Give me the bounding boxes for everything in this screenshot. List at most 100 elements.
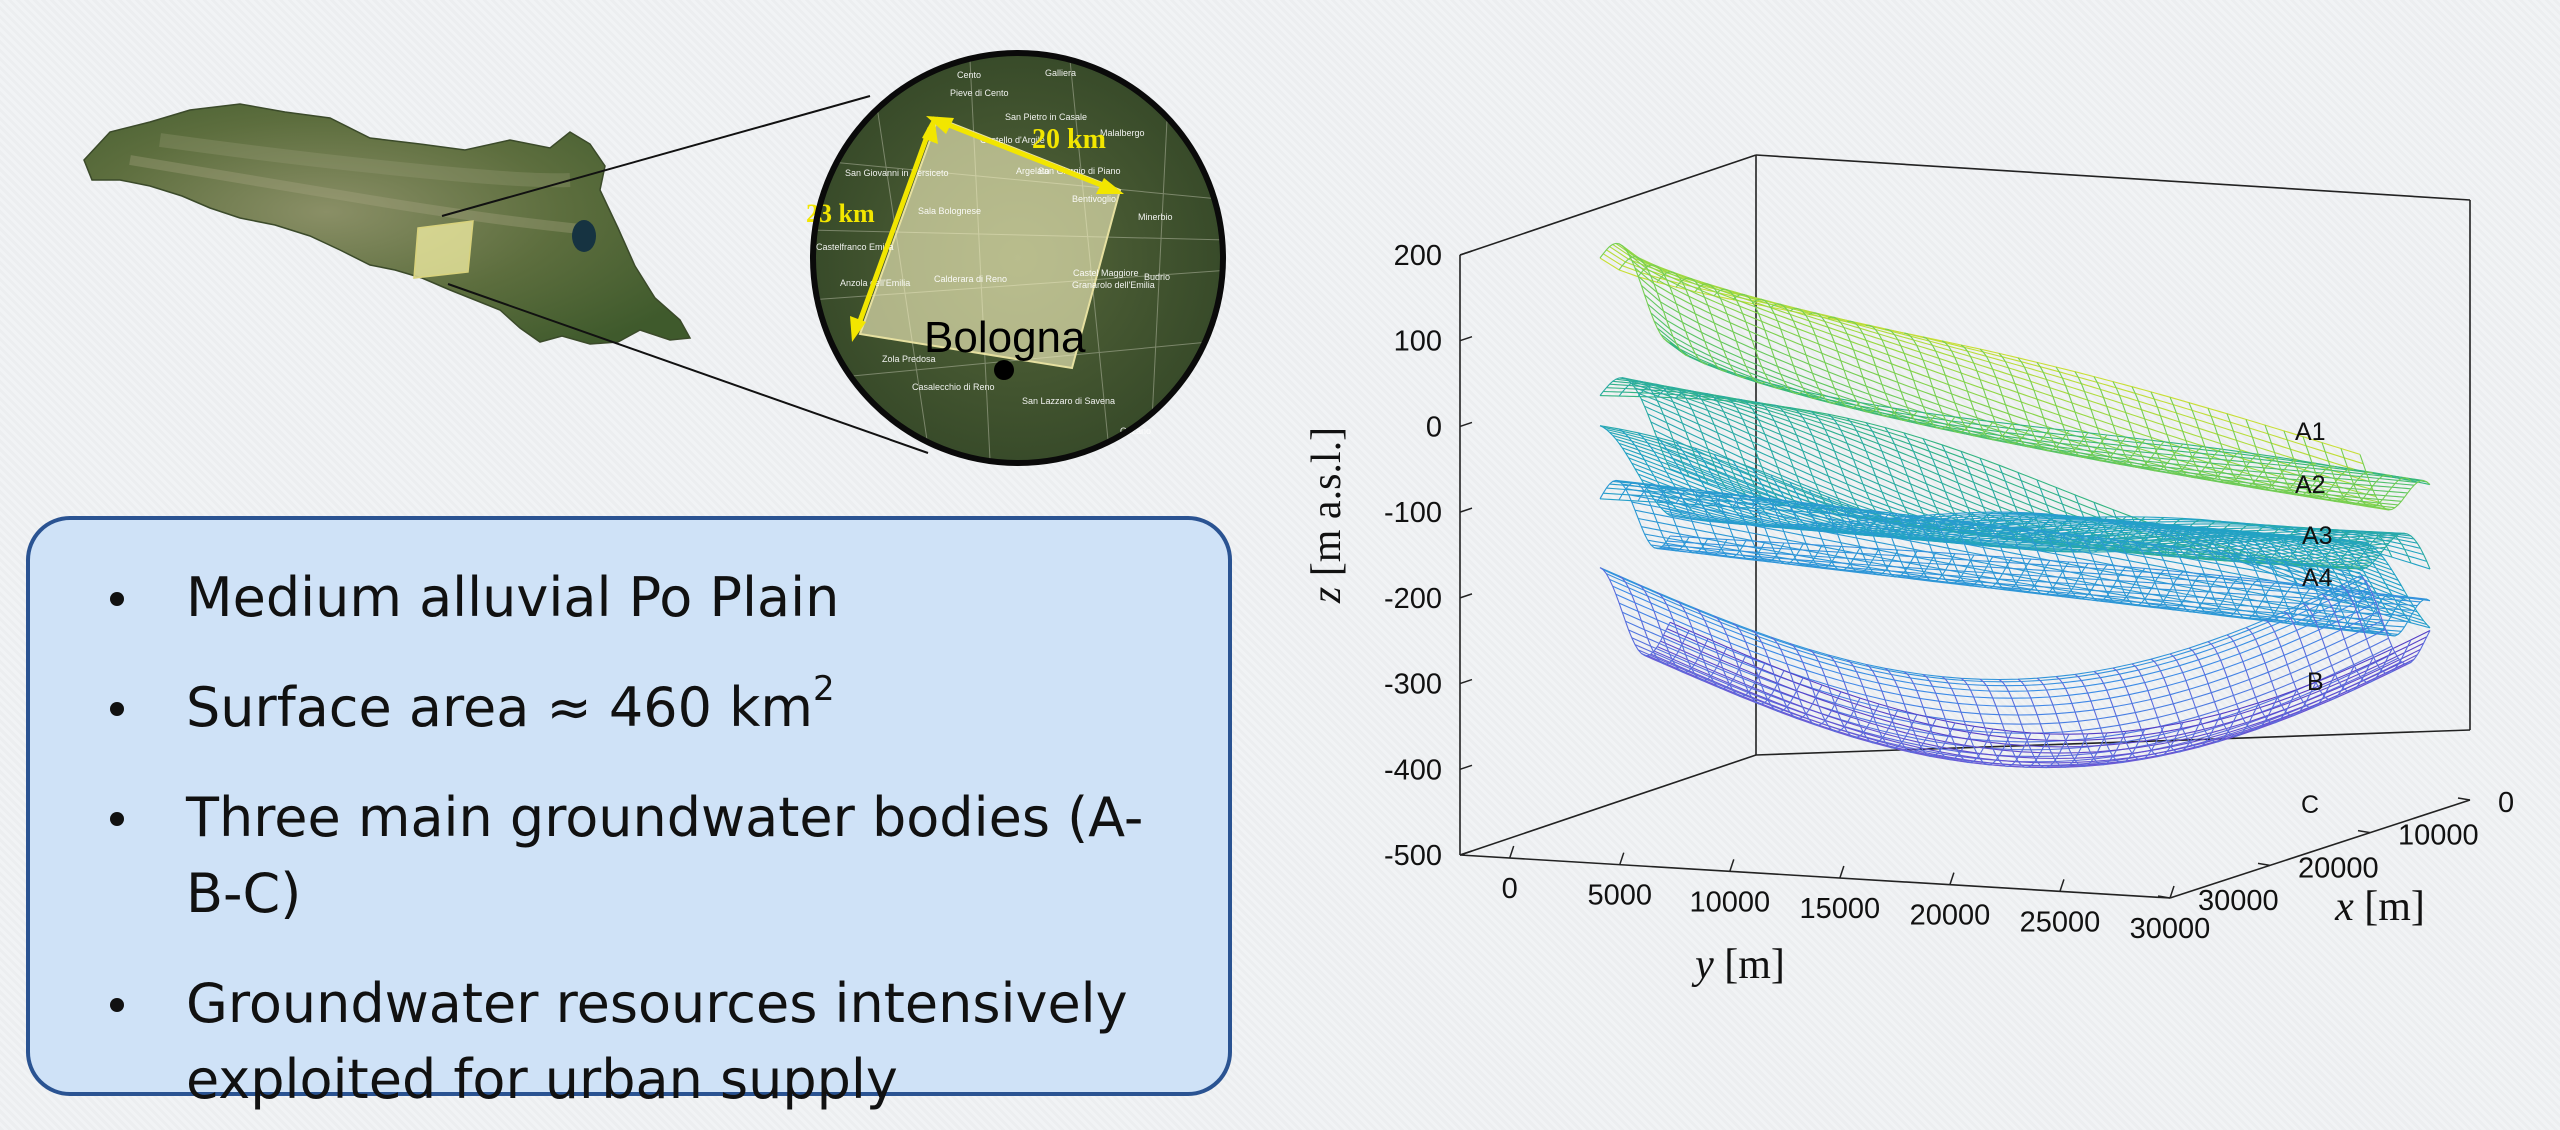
- town-label: Argelato: [1016, 166, 1050, 176]
- town-label: San Lazzaro di Savena: [1022, 396, 1115, 406]
- mesh-line: [2283, 560, 2354, 628]
- mesh-line: [1637, 484, 1709, 554]
- mesh-line: [1770, 499, 1842, 569]
- bullet-text: Medium alluvial Po Plain: [186, 566, 840, 629]
- y-tick-mark: [1839, 865, 1845, 879]
- mesh-line: [2226, 634, 2298, 724]
- mesh-line: [1751, 497, 1823, 567]
- mesh-line: [1675, 389, 1747, 496]
- town-label: San Giovanni in Persiceto: [845, 168, 949, 178]
- mesh-line: [2017, 357, 2089, 455]
- info-box: Medium alluvial Po Plain Surface area ≈ …: [26, 516, 1232, 1111]
- bullet-text: Three main groundwater bodies (A-B-C): [186, 786, 1144, 925]
- town-label: Malalbergo: [1100, 128, 1145, 138]
- mesh-line: [2036, 530, 2108, 600]
- mesh-line: [1694, 607, 1766, 697]
- mesh-line: [1827, 654, 1899, 744]
- z-tick-label: 0: [1426, 411, 1442, 443]
- mesh-line: [1666, 340, 2427, 483]
- mesh-line: [1941, 519, 2013, 589]
- mesh-line: [1675, 488, 1747, 558]
- mesh-line: [1656, 436, 1728, 524]
- mesh-line: [1618, 482, 1690, 552]
- mesh-line: [2169, 527, 2241, 562]
- layer-label: C: [2301, 791, 2319, 819]
- surface-layer-4: [1599, 479, 2431, 637]
- mesh-line: [2340, 532, 2412, 569]
- mesh-line: [2112, 381, 2184, 472]
- mesh-line: [2226, 552, 2298, 622]
- mesh-line: [2245, 527, 2317, 564]
- bullet-item: Surface area ≈ 460 km2: [70, 670, 1188, 746]
- layer-label: A4: [2302, 564, 2333, 592]
- mesh-line: [1865, 510, 1937, 580]
- z-tick-label: -100: [1384, 497, 1442, 529]
- bullet-dot: [110, 812, 124, 826]
- mesh-line: [1713, 615, 1785, 705]
- lagoon: [572, 220, 596, 252]
- mesh-line: [2245, 532, 2317, 591]
- mesh-line: [2150, 391, 2222, 478]
- bullet-dot: [110, 592, 124, 606]
- z-tick-mark: [1459, 336, 1473, 342]
- mesh-line: [1656, 271, 1728, 372]
- mesh-line: [1751, 629, 1823, 719]
- city-label: Bologna: [924, 313, 1086, 362]
- mesh-line: [2359, 532, 2431, 570]
- town-label: Bentivoglio: [1072, 194, 1116, 204]
- y-tick-mark: [2169, 885, 2175, 899]
- mesh-line: [2207, 407, 2279, 488]
- region-map: Cento Galliera Pieve di Cento San Pietro…: [83, 50, 1226, 466]
- mesh-line: [2036, 362, 2108, 459]
- z-tick-label: 200: [1394, 240, 1442, 272]
- mesh-line: [2245, 419, 2317, 494]
- mesh-line: [1637, 583, 1709, 673]
- x-tick-mark: [2357, 829, 2371, 834]
- mesh-line: [1979, 678, 2051, 768]
- y-tick-label: 20000: [1910, 900, 1991, 932]
- mesh-line: [2245, 627, 2317, 717]
- mesh-line: [2074, 534, 2146, 604]
- mesh-line: [1599, 567, 1671, 657]
- layer-label: A2: [2295, 471, 2326, 499]
- mesh-line: [2112, 667, 2184, 757]
- mesh-line: [1732, 460, 1804, 530]
- mesh-line: [2093, 671, 2165, 761]
- mesh-line: [1998, 353, 2070, 452]
- mesh-line: [2359, 575, 2431, 665]
- y-tick-mark: [1619, 852, 1625, 865]
- x-tick-mark: [2457, 797, 2471, 801]
- mesh-line: [2150, 525, 2222, 555]
- surface-layer-5: [1599, 567, 2431, 769]
- z-tick-mark: [1459, 507, 1473, 513]
- mesh-line: [2188, 528, 2260, 569]
- town-label: Budrio: [1144, 272, 1170, 282]
- town-label: San Giorgio di Piano: [1038, 166, 1121, 176]
- mesh-line: [1808, 503, 1880, 574]
- mesh-line: [1694, 283, 1766, 384]
- mesh-line: [2283, 430, 2355, 499]
- mesh-line: [2055, 676, 2127, 766]
- mesh-line: [2055, 532, 2127, 602]
- mesh-line: [1998, 525, 2070, 596]
- mesh-line: [2055, 366, 2127, 462]
- bullet-dot: [110, 702, 124, 716]
- mesh-line: [1713, 492, 1785, 563]
- mesh-line: [2036, 677, 2108, 767]
- mesh-line: [2359, 572, 2431, 637]
- mesh-line: [1618, 256, 1690, 357]
- mesh-line: [1922, 674, 1994, 764]
- surface-layer-1: [1599, 242, 2431, 511]
- mesh-line: [1846, 320, 1918, 422]
- mesh-line: [2359, 454, 2431, 511]
- y-tick-label: 25000: [2020, 906, 2101, 938]
- mesh-line: [1770, 303, 1842, 404]
- town-label: Casalecchio di Reno: [912, 382, 995, 392]
- x-axis-label: x [m]: [2334, 884, 2425, 930]
- mesh-line: [1656, 386, 1728, 490]
- town-label: Castel Maggiore: [1073, 268, 1139, 278]
- z-tick-mark: [1459, 593, 1473, 599]
- mesh-line: [1618, 380, 1690, 477]
- mesh-line: [2131, 524, 2203, 552]
